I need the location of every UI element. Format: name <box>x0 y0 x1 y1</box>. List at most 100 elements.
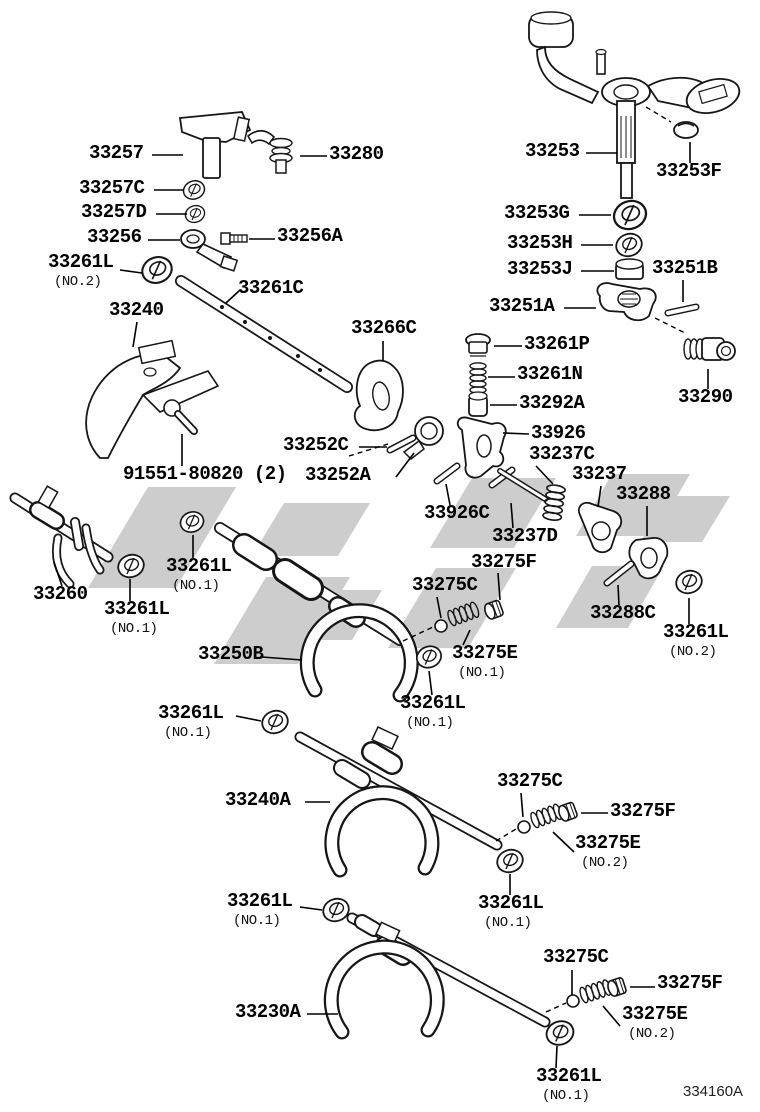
part-label-33230A: 33230A <box>235 1001 301 1023</box>
part-label-33290: 33290 <box>678 386 733 408</box>
part-33237D-drawing <box>497 468 548 502</box>
part-label-33261L-no2-r: 33261L <box>663 621 729 643</box>
part-33240-drawing <box>85 339 220 459</box>
part-label-33261L-3: 33261L <box>400 692 466 714</box>
part-33240A-drawing <box>294 726 503 878</box>
part-33253G-drawing <box>608 195 652 235</box>
part-label-33275C-1: 33275C <box>412 574 478 596</box>
part-label-33926: 33926 <box>531 422 586 444</box>
part-label-33288: 33288 <box>616 483 671 505</box>
part-label-33275E-3: 33275E <box>622 1003 688 1025</box>
part-label-33275F-1: 33275F <box>471 551 537 573</box>
part-33257C-drawing <box>180 177 208 203</box>
part-33252A-drawing <box>402 416 444 460</box>
part-33252C-drawing <box>386 434 417 454</box>
part-label-33251A: 33251A <box>489 295 555 317</box>
part-label-33257: 33257 <box>89 142 144 164</box>
part-label-sub-33261L-5: (NO.1) <box>233 913 281 929</box>
part-33253H-drawing <box>612 229 646 261</box>
part-33275C-ball-3 <box>566 994 580 1008</box>
part-label-33261L-1: 33261L <box>166 555 232 577</box>
part-33261P-drawing <box>465 333 491 357</box>
part-33253F-drawing <box>673 121 699 139</box>
part-33288-drawing <box>628 537 669 580</box>
part-label-33257D: 33257D <box>81 201 147 223</box>
part-33261L-ring-f <box>493 845 527 877</box>
part-label-33275E-2: 33275E <box>575 832 641 854</box>
part-33251A-drawing <box>596 282 657 322</box>
part-33926C-drawing <box>433 462 516 489</box>
part-label-sub-33261L-2: (NO.1) <box>110 621 158 637</box>
part-label-sub-33275E-1: (NO.1) <box>458 665 506 681</box>
part-33230A-drawing <box>323 912 551 1040</box>
part-label-33240A: 33240A <box>225 789 291 811</box>
part-33275E-spring-3 <box>577 978 614 1005</box>
part-label-33275C-2: 33275C <box>497 770 563 792</box>
part-33275E-spring-2 <box>528 802 564 830</box>
parts <box>9 11 741 1050</box>
part-label-sub-33261L-no2-top: (NO.2) <box>54 274 102 290</box>
diagram-code: 334160A <box>683 1083 744 1100</box>
part-label-sub-33261L-1: (NO.1) <box>172 578 220 594</box>
part-label-33261L-2: 33261L <box>104 598 170 620</box>
part-33256A-drawing <box>220 232 248 245</box>
part-label-33260: 33260 <box>33 583 88 605</box>
part-33253J-drawing <box>615 258 644 280</box>
part-label-33253F: 33253F <box>656 160 722 182</box>
part-label-33292A: 33292A <box>519 392 585 414</box>
part-label-sub-33261L-4: (NO.1) <box>164 725 212 741</box>
part-label-33261L-6: 33261L <box>478 892 544 914</box>
part-33275C-ball-1 <box>434 619 448 633</box>
part-label-33280: 33280 <box>329 143 384 165</box>
part-label-33257C: 33257C <box>79 177 145 199</box>
part-label-33275C-3: 33275C <box>543 946 609 968</box>
part-33261C-drawing <box>175 275 353 393</box>
part-33251B-drawing <box>664 303 700 317</box>
part-label-33261L-5: 33261L <box>227 890 293 912</box>
part-label-33275E-1: 33275E <box>452 642 518 664</box>
part-label-sub-33261L-3: (NO.1) <box>406 715 454 731</box>
part-label-sub-33261L-6: (NO.1) <box>484 915 532 931</box>
part-label-33261L-no2-top: 33261L <box>48 251 114 273</box>
part-33926-drawing <box>456 416 507 479</box>
part-33257-drawing <box>178 111 252 179</box>
part-label-33261L-4: 33261L <box>158 702 224 724</box>
part-label-33253G: 33253G <box>504 202 570 224</box>
part-33261L-ring-e <box>258 706 292 738</box>
part-33288C-drawing <box>603 560 635 587</box>
part-label-sub-33261L-no2-r: (NO.2) <box>669 644 717 660</box>
part-label-33252C: 33252C <box>283 434 349 456</box>
part-label-33275F-2: 33275F <box>610 800 676 822</box>
part-33250B-drawing <box>214 522 419 703</box>
part-label-33253: 33253 <box>525 140 580 162</box>
part-label-33261P: 33261P <box>524 333 590 355</box>
part-label-33256: 33256 <box>87 226 142 248</box>
part-label-33240: 33240 <box>109 299 164 321</box>
part-label-33261N: 33261N <box>517 363 583 385</box>
part-33275C-ball-2 <box>517 820 531 834</box>
leader-lines <box>53 142 709 1069</box>
part-label-33275F-3: 33275F <box>657 972 723 994</box>
part-label-sub-33275E-3: (NO.2) <box>628 1026 676 1042</box>
part-label-33288C: 33288C <box>590 602 656 624</box>
part-label-33250B: 33250B <box>198 643 264 665</box>
part-33275F-bolt-3 <box>605 976 628 999</box>
part-33261L-no2-top-drawing <box>137 251 177 289</box>
part-label-33261L-7: 33261L <box>536 1065 602 1087</box>
part-label-33253H: 33253H <box>507 232 573 254</box>
part-33266C-drawing <box>353 359 404 432</box>
part-33256-drawing <box>180 229 239 272</box>
part-label-sub-33261L-7: (NO.1) <box>542 1088 590 1104</box>
part-33290-drawing <box>683 337 736 361</box>
part-33261L-ring-d <box>672 566 706 598</box>
part-33280-drawing <box>246 129 293 174</box>
part-label-33261C: 33261C <box>238 277 304 299</box>
part-label-33252A: 33252A <box>305 464 371 486</box>
leader-lines-dashed <box>348 106 688 1013</box>
part-label-33253J: 33253J <box>507 258 573 280</box>
part-33292A-drawing <box>468 391 488 417</box>
part-label-33251B: 33251B <box>652 257 718 279</box>
part-label-33266C: 33266C <box>351 317 417 339</box>
part-33261N-drawing <box>469 362 487 394</box>
